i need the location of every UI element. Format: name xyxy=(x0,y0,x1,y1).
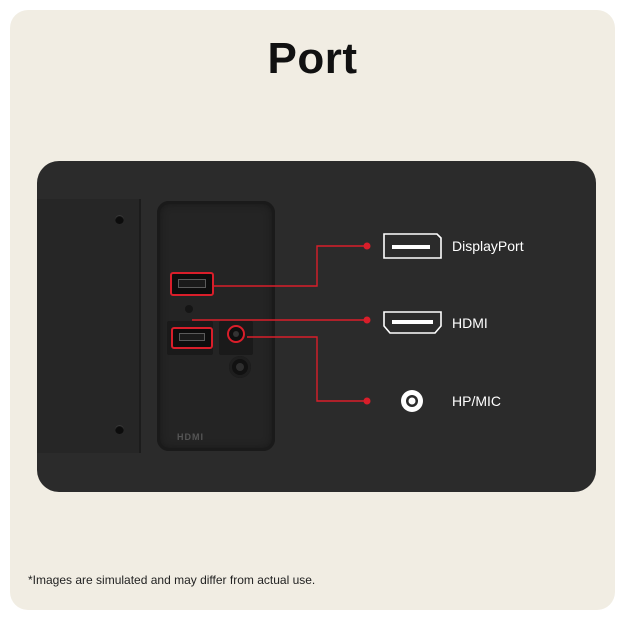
port-label-hp-mic: HP/MIC xyxy=(452,393,501,409)
monitor-back-panel: HDMI DisplayPort HDMI HP/MI xyxy=(37,161,596,492)
callout-lines xyxy=(192,233,442,412)
hdmi-icon xyxy=(383,311,442,334)
port-label-displayport: DisplayPort xyxy=(452,238,524,254)
page-title: Port xyxy=(267,34,358,83)
audio-jack-icon xyxy=(401,390,423,412)
port-label-hdmi: HDMI xyxy=(452,315,488,331)
screw-icon xyxy=(115,425,124,434)
back-cover-plate xyxy=(37,199,141,453)
disclaimer-footnote: *Images are simulated and may differ fro… xyxy=(28,573,316,587)
indicator-dot xyxy=(185,305,193,313)
port-recess: HDMI xyxy=(157,201,275,451)
callout-dot xyxy=(363,397,371,405)
power-jack xyxy=(229,356,251,378)
screw-icon xyxy=(115,215,124,224)
hdmi-logo: HDMI xyxy=(177,432,204,442)
callout-dot xyxy=(363,316,371,324)
displayport-socket xyxy=(170,272,214,296)
hdmi-socket xyxy=(171,327,213,349)
callout-dot xyxy=(363,242,371,250)
displayport-icon xyxy=(383,233,442,259)
hp-mic-jack xyxy=(227,325,245,343)
